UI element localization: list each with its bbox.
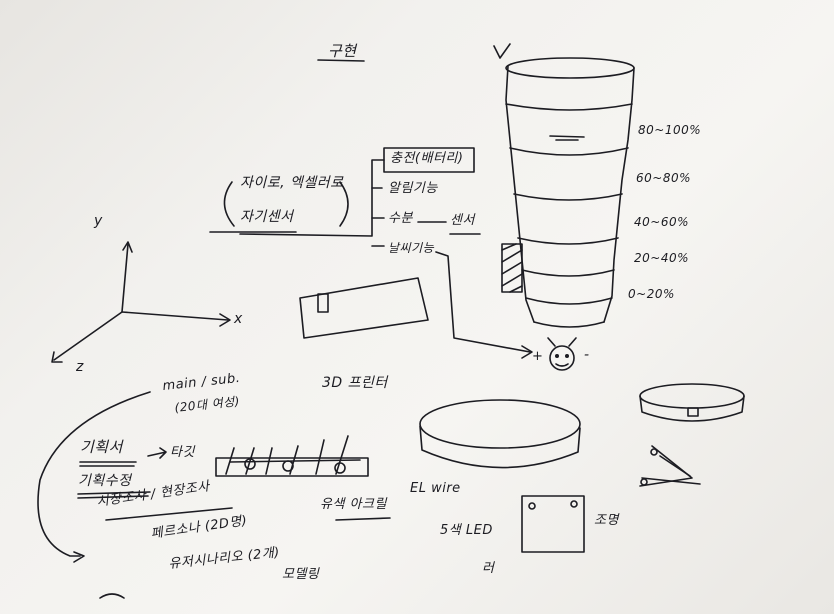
level-80-100: 80~100%	[638, 123, 702, 137]
square-module-sketch	[521, 495, 585, 553]
led-label: 5색 LED	[440, 523, 493, 538]
misc-mark: 러	[482, 561, 495, 576]
axis-y-label: y	[94, 213, 103, 229]
acrylic-label: 유색 아크릴	[320, 497, 387, 512]
sensor-note-1: 자이로, 엑셀러로	[240, 175, 344, 191]
feature-weather: 날씨기능	[388, 241, 435, 255]
plus-sign: +	[532, 349, 544, 364]
feature-tree-lines	[223, 147, 533, 359]
axis-z-label: z	[76, 359, 84, 375]
level-60-80: 60~80%	[636, 171, 691, 185]
timeline-sketch	[215, 435, 369, 477]
level-20-40: 20~40%	[634, 251, 689, 265]
planning-revise-label: 기획수정	[78, 473, 132, 489]
planning-doc-label: 기획서	[80, 438, 123, 456]
display-box-sketch	[299, 277, 429, 339]
modeling-label: 모델링	[282, 567, 320, 582]
xyz-axes	[51, 241, 231, 363]
target-label: 타깃	[170, 445, 195, 460]
level-40-60: 40~60%	[634, 215, 689, 229]
face-character-sketch	[547, 337, 577, 371]
disc-sketch	[419, 383, 745, 469]
page-title: 구현	[328, 42, 357, 60]
title-underline	[317, 59, 365, 62]
sensor-note-2: 자기센서	[240, 209, 294, 225]
feature-notification: 알림기능	[388, 181, 438, 196]
lighting-label: 조명	[594, 513, 619, 528]
printer-label: 3D 프린터	[322, 375, 388, 391]
check-mark	[493, 43, 511, 59]
planning-lines	[37, 231, 391, 599]
el-wire-label: EL wire	[410, 481, 461, 496]
minus-sign: -	[584, 347, 590, 363]
clip-sketch	[639, 445, 701, 487]
level-0-20: 0~20%	[628, 287, 675, 301]
axis-x-label: x	[234, 311, 243, 327]
feature-water: 수분	[388, 211, 413, 226]
tumbler-sketch	[501, 57, 635, 328]
feature-battery: 충전(배터리)	[390, 151, 464, 166]
feature-sensor: 센서	[450, 213, 475, 228]
